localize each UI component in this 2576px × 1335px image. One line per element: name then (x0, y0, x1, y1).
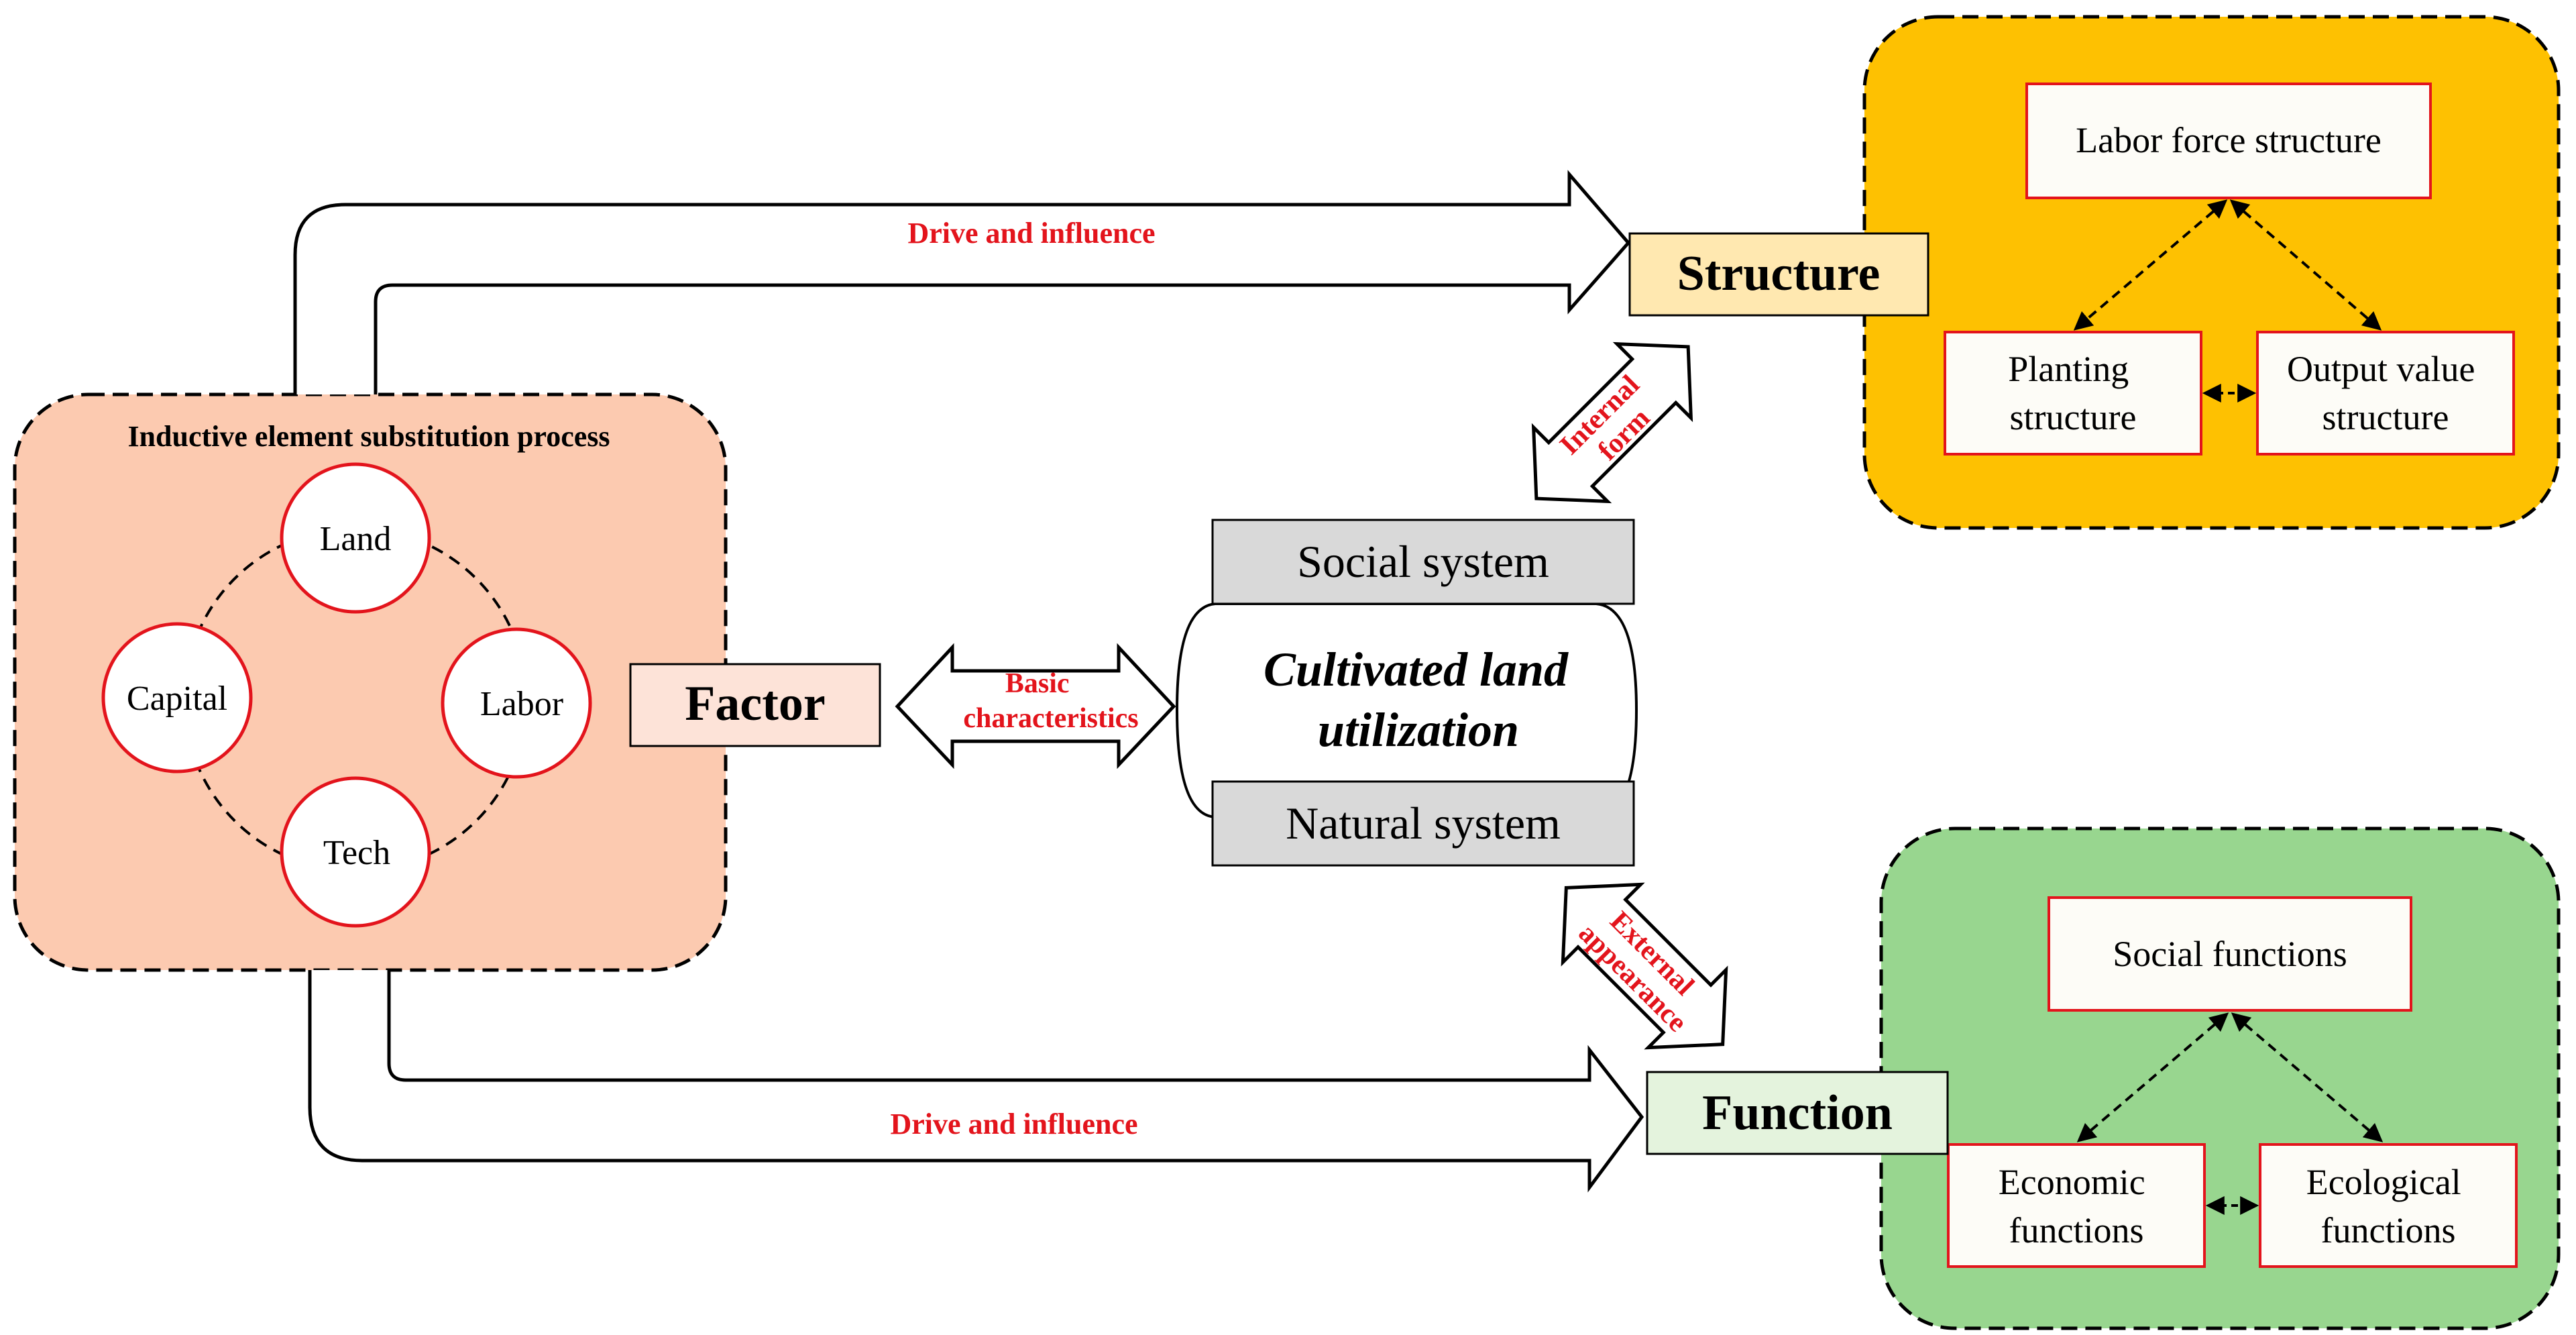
external-appearance-arrow: External appearance (1561, 882, 1728, 1050)
basic-characteristics-label: Basic characteristics (963, 668, 1138, 734)
natural-system-label: Natural system (1286, 798, 1561, 849)
labor-force-structure-box (2025, 83, 2432, 199)
top-drive-label: Drive and influence (907, 217, 1155, 250)
tech-circle: Tech (280, 776, 431, 928)
economic-functions-label: Economic functions (1999, 1162, 2154, 1250)
social-system-label: Social system (1297, 536, 1549, 587)
land-label: Land (320, 520, 392, 558)
social-functions-box (2048, 896, 2412, 1012)
planting-structure-box (1944, 331, 2202, 456)
function-label: Function (1702, 1085, 1893, 1140)
substitution-process-title: Inductive element substitution process (127, 420, 610, 453)
factor-box: Factor (629, 663, 881, 747)
structure-link-left (2073, 199, 2228, 331)
ecological-functions-label: Ecological functions (2306, 1162, 2470, 1250)
internal-form-arrow: Internal form (1531, 341, 1693, 504)
function-link-left (2076, 1012, 2229, 1142)
structure-label-box: Structure (1628, 232, 1929, 317)
function-label-box: Function (1646, 1071, 1949, 1155)
structure-panel: Labor force structure Planting structure… (1862, 15, 2561, 530)
factor-label: Factor (685, 676, 826, 731)
basic-characteristics-arrow (895, 643, 1176, 769)
social-system-box (1211, 519, 1635, 605)
capital-circle: Capital (101, 622, 253, 773)
capital-label: Capital (127, 680, 227, 718)
labor-circle: Labor (441, 627, 592, 779)
output-value-structure-label: Output value structure (2287, 349, 2484, 437)
cultivated-land-system: Social system Natural system Cultivated … (1175, 519, 1638, 867)
land-circle: Land (280, 462, 431, 614)
planting-structure-label: Planting structure (2008, 349, 2138, 437)
substitution-process-panel: Inductive element substitution process L… (13, 392, 728, 972)
structure-link-right (2229, 199, 2382, 331)
function-link-right (2231, 1012, 2384, 1142)
ecological-functions-box (2259, 1143, 2518, 1268)
labor-label: Labor (480, 685, 563, 723)
bottom-drive-label: Drive and influence (890, 1108, 1137, 1140)
labor-force-structure-label: Labor force structure (2076, 120, 2382, 160)
top-drive-arrow (293, 170, 1631, 394)
cultivated-land-label: Cultivated land utilization (1264, 643, 1580, 757)
structure-label: Structure (1677, 246, 1881, 301)
output-value-structure-box (2256, 331, 2515, 456)
function-panel: Social functions Economic functions Ecol… (1879, 826, 2561, 1330)
social-functions-label: Social functions (2113, 934, 2347, 974)
natural-system-box (1211, 780, 1635, 867)
bottom-drive-arrow (308, 970, 1644, 1193)
tech-label: Tech (323, 834, 390, 872)
economic-functions-box (1947, 1143, 2206, 1268)
